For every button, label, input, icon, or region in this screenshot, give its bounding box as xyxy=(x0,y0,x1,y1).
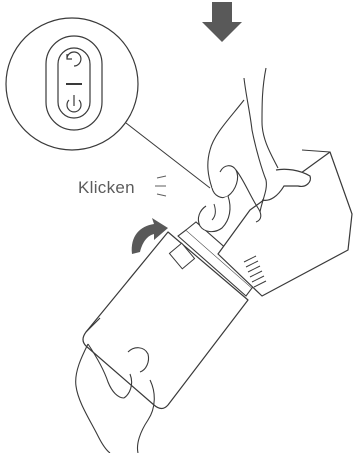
click-indicator-lines xyxy=(155,176,166,196)
click-label: Klicken xyxy=(78,178,135,198)
down-arrow-icon xyxy=(202,2,242,42)
zoom-detail-circle xyxy=(6,18,210,188)
